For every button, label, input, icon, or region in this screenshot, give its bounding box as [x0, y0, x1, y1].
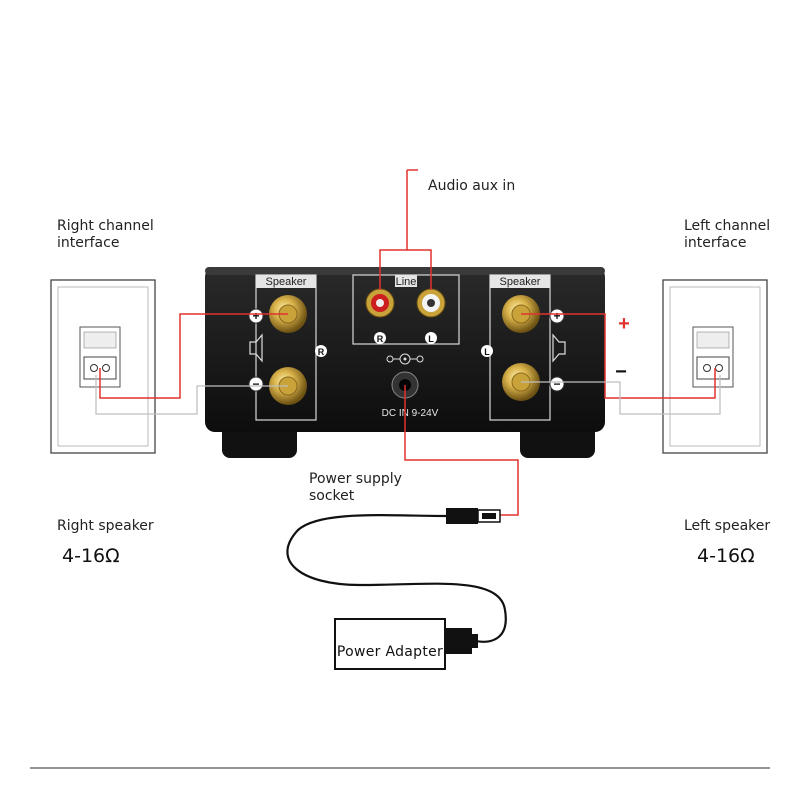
- left-speaker-label: Left speaker: [684, 518, 771, 534]
- rca-label-l: L: [428, 334, 434, 344]
- dc-plug: [446, 628, 472, 654]
- side-label-r: R: [318, 347, 325, 357]
- plus-mark-left: +: [252, 309, 259, 323]
- minus-mark-left: −: [252, 377, 259, 391]
- negative-sign: −: [615, 361, 627, 383]
- dc-polarity-icon: [386, 353, 424, 365]
- right-impedance: 4-16Ω: [62, 545, 120, 567]
- amplifier: Speaker + − R Line R L: [205, 267, 605, 458]
- side-label-l: L: [484, 347, 490, 357]
- left-impedance: 4-16Ω: [697, 545, 755, 567]
- speaker-panel-label-right: Speaker: [500, 276, 541, 288]
- power-adapter-box: Power Adapter: [334, 618, 446, 670]
- negative-wires: [95, 375, 721, 415]
- usb-plug: [446, 508, 478, 524]
- minus-mark-right: −: [553, 377, 560, 391]
- positive-wires: [99, 169, 716, 516]
- speaker-icon-right: [552, 333, 566, 363]
- right-speaker-label: Right speaker: [57, 518, 154, 534]
- speaker-panel-label-left: Speaker: [266, 276, 307, 288]
- plus-mark-right: +: [553, 309, 560, 323]
- right-speaker-cabinet: [50, 279, 156, 454]
- power-supply-label: Power supply socket: [309, 471, 402, 504]
- power-cable: [286, 508, 507, 654]
- left-channel-label: Left channel interface: [684, 218, 771, 251]
- power-adapter-label: Power Adapter: [336, 644, 444, 660]
- positive-sign: +: [618, 313, 630, 335]
- left-speaker-cabinet: [662, 279, 768, 454]
- rca-label-r: R: [377, 334, 384, 344]
- audio-aux-in-label: Audio aux in: [428, 178, 516, 194]
- right-channel-label: Right channel interface: [57, 218, 154, 251]
- speaker-icon-left: [249, 333, 263, 363]
- line-panel-label: Line: [396, 276, 417, 288]
- dc-in-label: DC IN 9-24V: [382, 408, 439, 419]
